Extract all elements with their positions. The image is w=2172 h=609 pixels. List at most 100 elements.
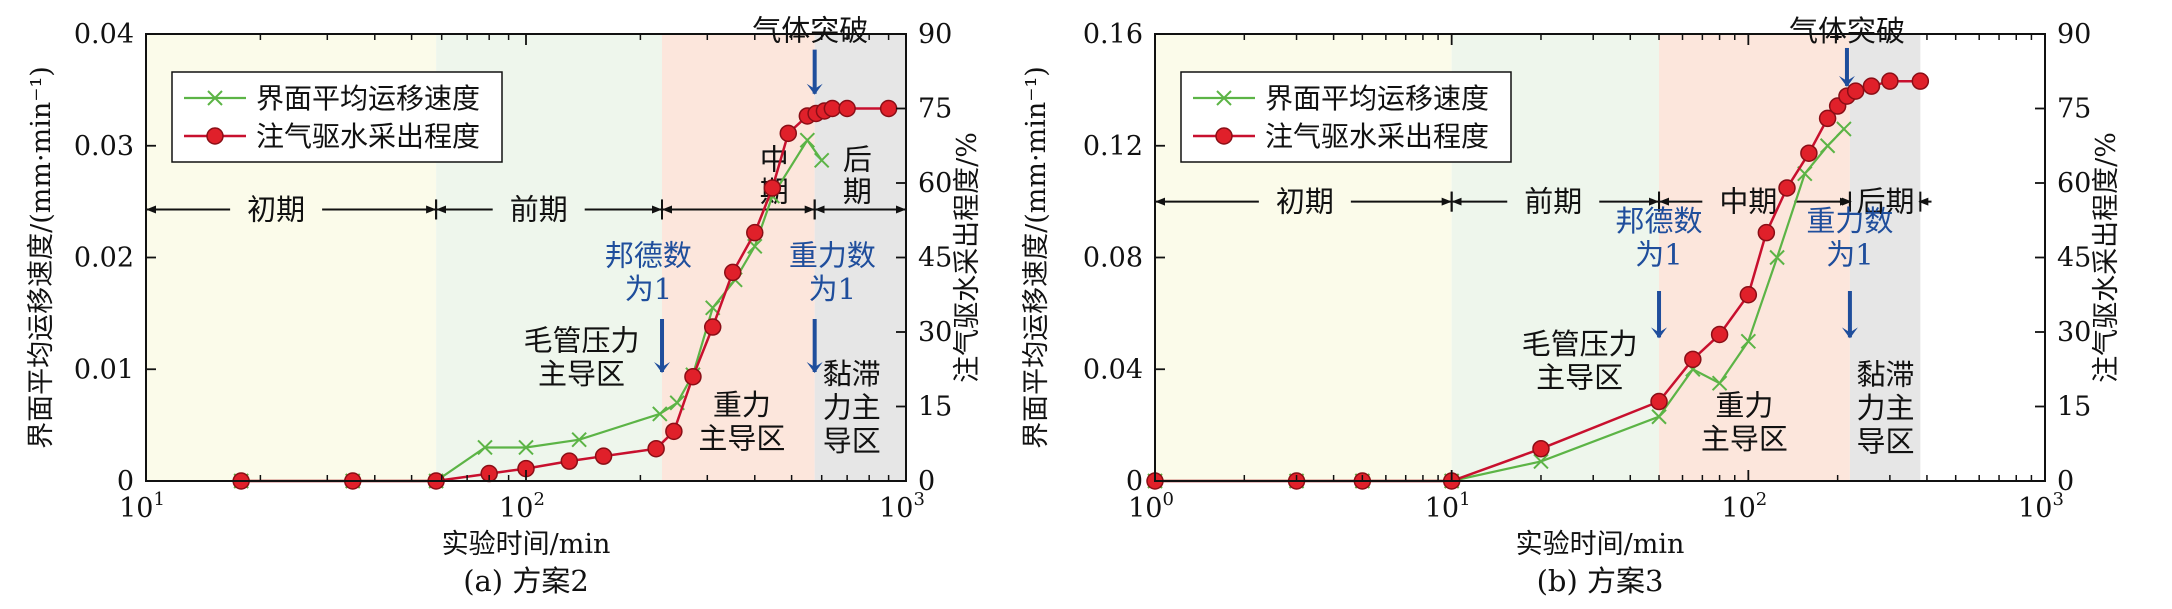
- x-tick-exp: 1: [153, 489, 164, 510]
- data-point-velocity: [1711, 375, 1728, 391]
- data-point-recovery: [1862, 77, 1881, 95]
- y-left-tick-label: 0.03: [74, 131, 134, 162]
- y-left-axis-title: 界面平均运移速度/(mm·min⁻¹): [1021, 66, 1052, 449]
- y-left-tick-label: 0.04: [74, 19, 134, 50]
- y-right-tick-label: 60: [918, 168, 952, 199]
- y-right-tick-label: 90: [918, 19, 952, 50]
- legend-marker-velocity: [1216, 90, 1232, 106]
- y-right-tick-label: 90: [2057, 19, 2091, 50]
- x-tick-exp: 2: [1756, 489, 1767, 510]
- annotation-label: 重力: [713, 388, 771, 422]
- annotation-label: 毛管压力: [1522, 327, 1638, 361]
- data-point-velocity: [518, 439, 534, 456]
- data-point-recovery: [1710, 325, 1729, 344]
- data-point-recovery: [723, 263, 742, 282]
- stage-label-0: 初期: [1276, 185, 1334, 219]
- data-point-velocity: [571, 431, 587, 448]
- data-point-recovery: [594, 447, 613, 465]
- legend-label-recovery: 注气驱水采出程度: [256, 120, 480, 153]
- chart-a: 初期前期中期后期10110210300.010.020.030.04015304…: [26, 14, 983, 598]
- annotation-label: 重力数: [789, 238, 876, 272]
- stage-region-2: [662, 34, 815, 481]
- x-tick-label: 103: [2018, 489, 2064, 524]
- x-tick-label: 101: [1425, 489, 1471, 524]
- stage-label-1: 前期: [510, 192, 568, 226]
- data-point-recovery: [1846, 82, 1865, 100]
- legend-marker-recovery: [1215, 127, 1233, 145]
- y-right-tick-label: 45: [2057, 243, 2091, 274]
- stage-region-2: [1659, 34, 1850, 481]
- data-point-recovery: [1650, 392, 1668, 411]
- annotation-label: 黏滞: [823, 357, 881, 391]
- y-right-tick-label: 15: [918, 392, 952, 423]
- annotation-label: 主导区: [538, 357, 625, 391]
- y-right-axis-title: 注气驱水采出程度/%: [952, 132, 983, 383]
- annotation-label: 力主: [823, 390, 881, 424]
- x-tick-base: 10: [1128, 493, 1162, 524]
- data-point-recovery: [823, 99, 842, 118]
- y-left-tick-label: 0: [117, 466, 134, 497]
- data-point-velocity: [652, 406, 668, 422]
- data-point-recovery: [879, 99, 898, 118]
- x-axis-title: 实验时间/min: [442, 529, 611, 560]
- y-left-tick-label: 0.02: [74, 243, 134, 274]
- x-tick-label: 103: [879, 489, 925, 524]
- x-tick-exp: 1: [1459, 489, 1470, 510]
- y-left-tick-label: 0.12: [1083, 131, 1143, 162]
- data-point-recovery: [1818, 109, 1837, 128]
- y-left-tick-label: 0.01: [74, 354, 134, 385]
- annotation-label: 为1: [625, 272, 672, 306]
- y-right-tick-label: 75: [918, 94, 952, 125]
- data-point-recovery: [703, 318, 722, 336]
- annotation-label: 为1: [1826, 237, 1873, 271]
- x-tick-base: 10: [119, 493, 153, 524]
- x-tick-base: 10: [879, 493, 913, 524]
- data-point-recovery: [684, 367, 702, 386]
- legend-box: [171, 71, 503, 163]
- legend-box: [1180, 71, 1512, 163]
- y-right-tick-label: 30: [2057, 317, 2091, 348]
- x-tick-exp: 3: [2052, 489, 2063, 510]
- legend-marker-velocity: [207, 90, 223, 106]
- annotation-label: 毛管压力: [524, 323, 640, 357]
- y-left-tick-label: 0.16: [1083, 19, 1143, 50]
- x-tick-base: 10: [2018, 493, 2052, 524]
- stage-label-3: 后: [843, 142, 872, 176]
- x-tick-exp: 2: [533, 489, 544, 510]
- data-point-velocity: [1819, 138, 1836, 154]
- data-point-velocity: [1769, 249, 1785, 266]
- x-tick-label: 100: [1128, 489, 1174, 524]
- y-left-tick-label: 0.04: [1083, 354, 1143, 385]
- data-point-recovery: [1800, 144, 1818, 162]
- data-point-velocity: [799, 132, 816, 148]
- data-point-recovery: [1684, 350, 1702, 369]
- x-tick-label: 102: [499, 489, 545, 524]
- data-point-recovery: [665, 422, 683, 441]
- stage-region-3: [1849, 34, 1921, 481]
- y-right-tick-label: 15: [2057, 392, 2091, 423]
- data-point-recovery: [763, 179, 782, 197]
- annotation-label: 导区: [1857, 425, 1915, 459]
- y-right-tick-label: 30: [918, 317, 952, 348]
- chart-caption: (a) 方案2: [463, 564, 589, 598]
- x-tick-exp: 0: [1162, 489, 1173, 510]
- data-point-recovery: [1757, 223, 1776, 242]
- data-point-velocity: [1533, 453, 1549, 470]
- data-point-recovery: [647, 439, 665, 458]
- annotation-label: 重力: [1715, 388, 1773, 422]
- legend-label-recovery: 注气驱水采出程度: [1265, 120, 1489, 153]
- annotation-label: 气体突破: [1789, 14, 1905, 48]
- stage-label-2: 中期: [1719, 185, 1777, 219]
- stage-label-0: 初期: [247, 192, 305, 226]
- annotation-label: 重力数: [1806, 204, 1893, 238]
- y-left-axis-title: 界面平均运移速度/(mm·min⁻¹): [26, 66, 57, 449]
- x-tick-label: 101: [119, 489, 165, 524]
- stage-label-3: 后期: [1857, 185, 1915, 219]
- data-point-recovery: [1739, 286, 1758, 304]
- data-point-recovery: [1532, 439, 1550, 458]
- annotation-label: 邦德数: [605, 238, 692, 272]
- annotation-label: 为1: [1635, 237, 1682, 271]
- annotation-label: 邦德数: [1616, 204, 1703, 238]
- data-point-recovery: [1911, 72, 1930, 90]
